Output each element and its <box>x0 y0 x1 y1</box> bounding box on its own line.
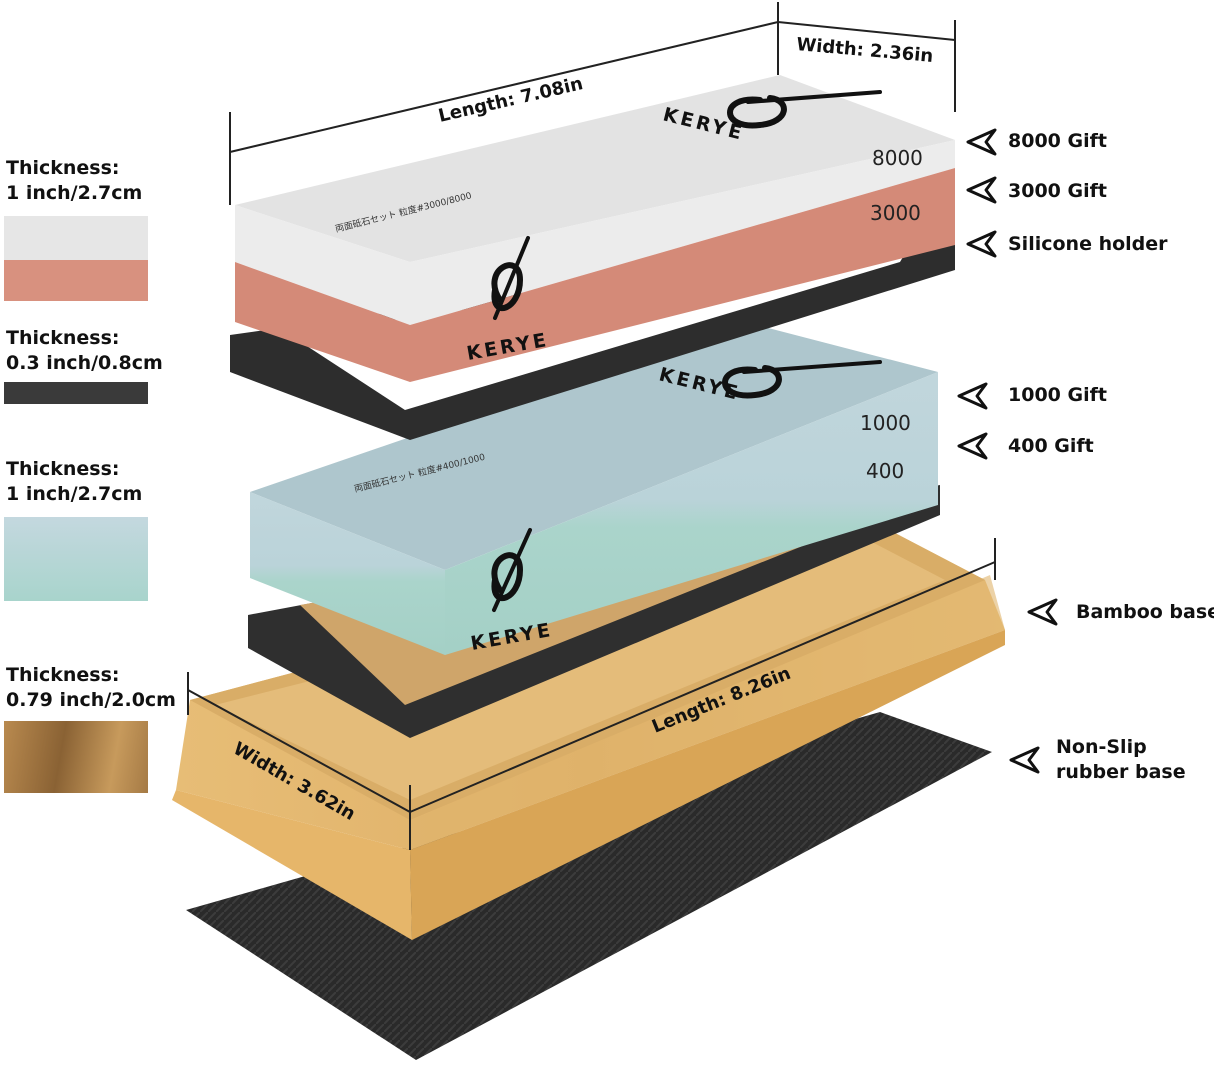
callout-8000: 8000 Gift <box>1008 130 1107 152</box>
swatch-pink-stone <box>4 260 148 301</box>
blue-stone <box>250 322 938 655</box>
base-dimension-lines <box>187 538 996 850</box>
callout-3000: 3000 Gift <box>1008 180 1107 202</box>
arrow-icon <box>966 230 997 258</box>
arrow-icon <box>966 128 997 156</box>
arrow-icon <box>1009 746 1040 774</box>
grit-label-400: 400 <box>866 459 904 483</box>
callout-bamboo: Bamboo base <box>1076 601 1214 623</box>
arrow-icon <box>966 176 997 204</box>
arrow-icon <box>1027 598 1058 626</box>
top-dimension-lines <box>229 2 956 205</box>
callout-nonslip: Non-Slip rubber base <box>1056 736 1186 783</box>
arrow-icon <box>957 382 988 410</box>
swatch-blue-stone <box>4 517 148 601</box>
swatch-bamboo <box>4 721 148 793</box>
swatch-white-stone <box>4 216 148 260</box>
legend-thickness-1: Thickness: 1 inch/2.7cm <box>6 157 143 204</box>
arrow-icon <box>957 432 988 460</box>
top-length-label: Length: 7.08in <box>436 73 585 127</box>
bamboo-base <box>172 520 1005 940</box>
brand-logo-marks <box>491 90 882 612</box>
callout-arrows <box>957 128 1058 774</box>
legend-thickness-2: Thickness: 0.3 inch/0.8cm <box>6 327 163 374</box>
grit-label-3000: 3000 <box>870 201 921 225</box>
rubber-base <box>186 712 992 1060</box>
legend-thickness-3: Thickness: 1 inch/2.7cm <box>6 458 143 505</box>
grit-label-1000: 1000 <box>860 411 911 435</box>
callout-1000: 1000 Gift <box>1008 384 1107 406</box>
callout-400: 400 Gift <box>1008 435 1094 457</box>
swatch-holder <box>4 382 148 404</box>
top-width-label: Width: 2.36in <box>796 34 935 67</box>
callout-silicone: Silicone holder <box>1008 233 1168 255</box>
white-pink-stone <box>235 75 955 382</box>
grit-label-8000: 8000 <box>872 146 923 170</box>
legend-thickness-4: Thickness: 0.79 inch/2.0cm <box>6 664 176 711</box>
